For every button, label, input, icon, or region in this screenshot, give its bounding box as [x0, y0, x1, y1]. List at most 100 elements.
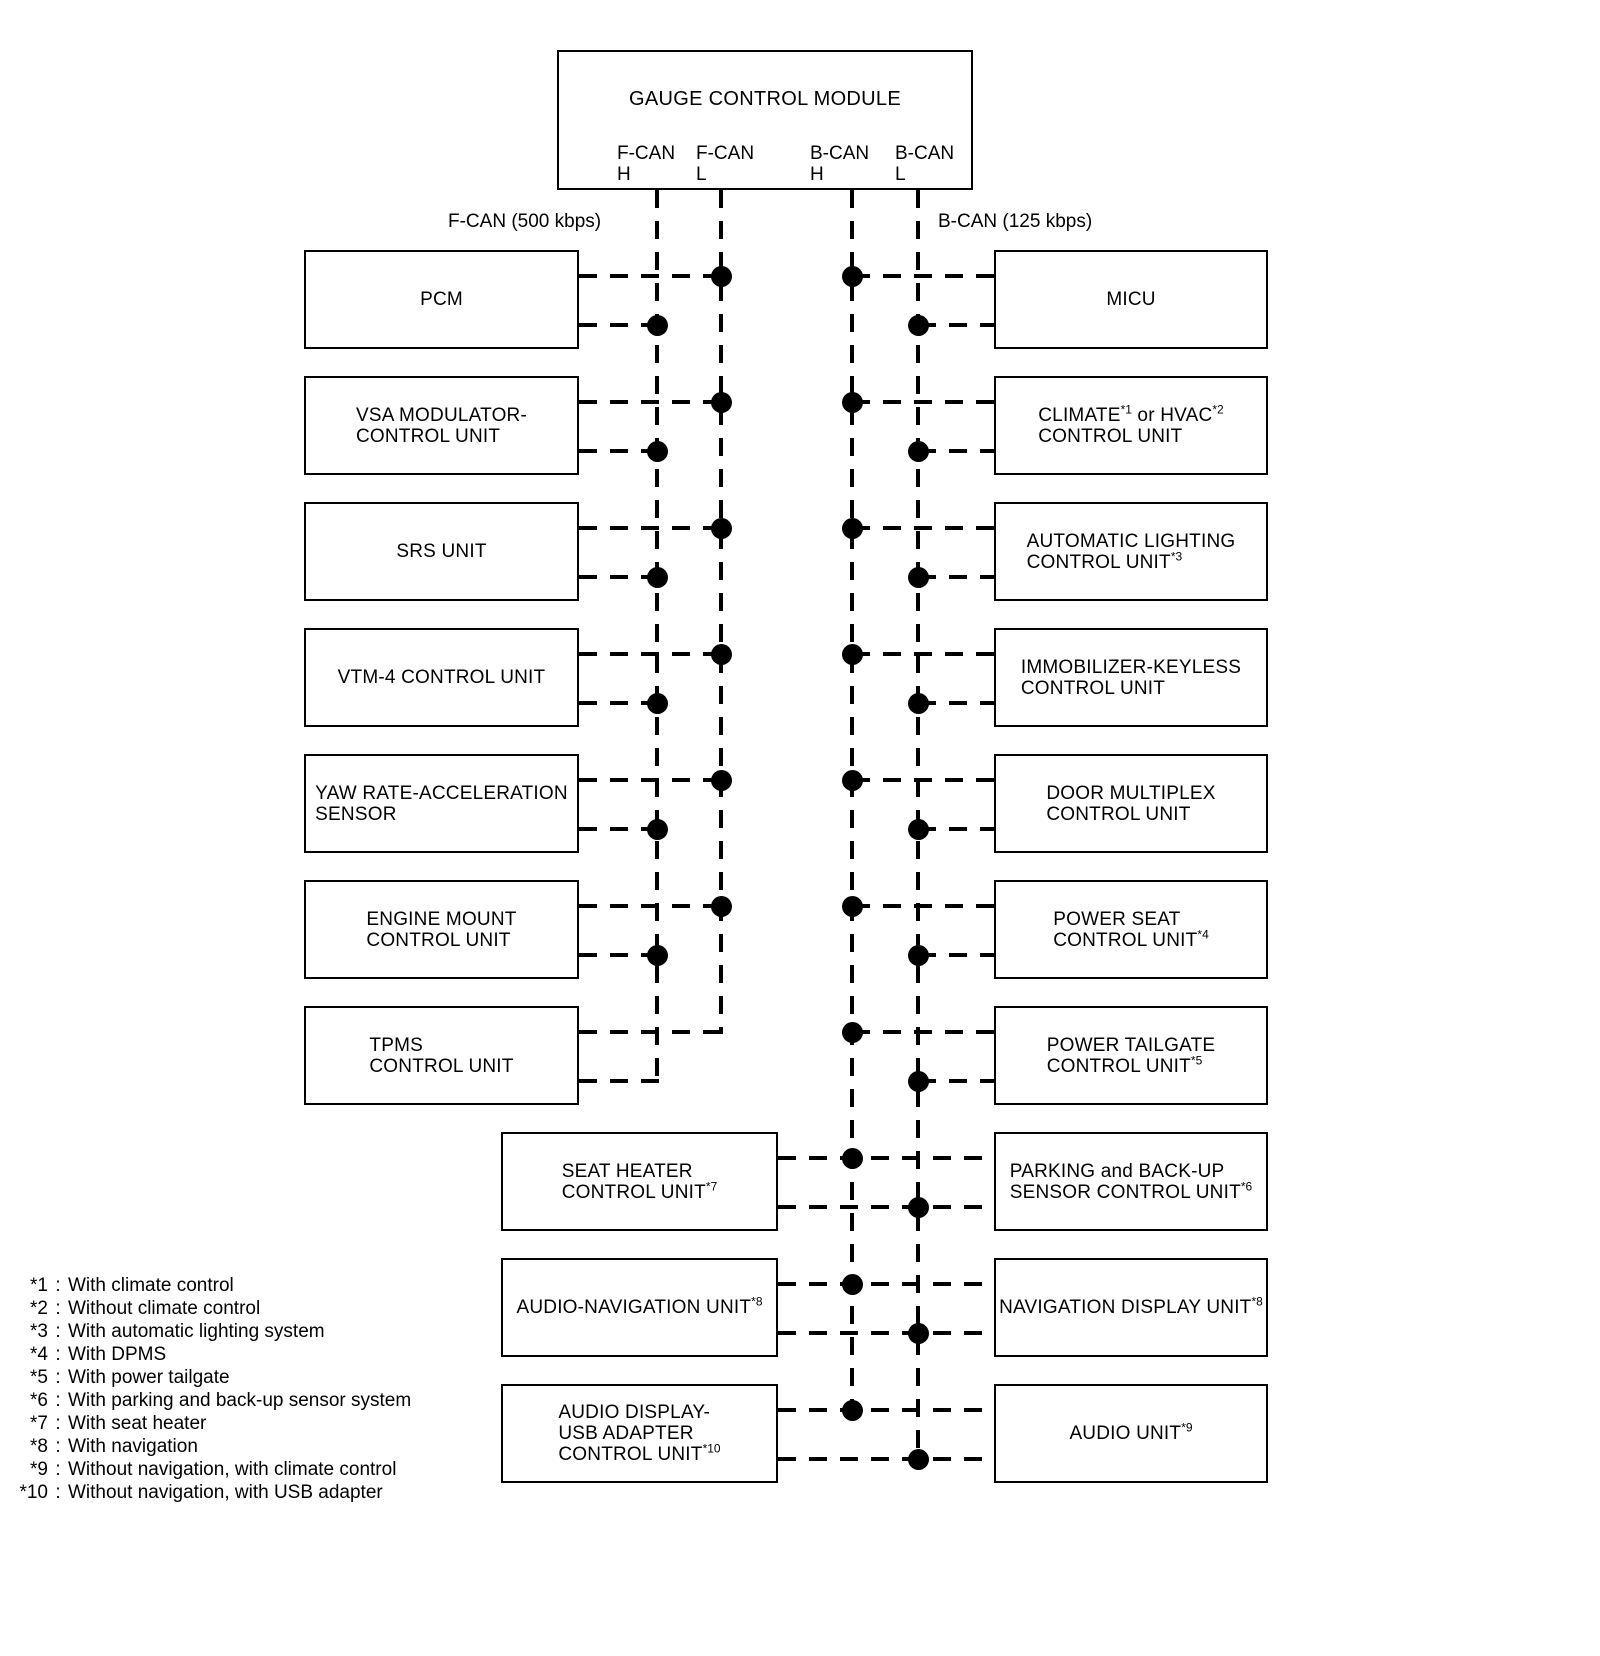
fcan-l-bus-line: [719, 190, 723, 1034]
junction-dot: [646, 944, 668, 966]
connection-stub: [852, 1030, 994, 1034]
unit-box-navigation-display-unit: NAVIGATION DISPLAY UNIT*8: [994, 1258, 1268, 1357]
connection-stub: [918, 575, 994, 579]
junction-dot: [841, 1399, 863, 1421]
junction-dot: [710, 517, 732, 539]
unit-label: PCM: [420, 289, 463, 310]
connection-stub: [852, 526, 994, 530]
unit-label: VSA MODULATOR-CONTROL UNIT: [355, 404, 528, 447]
connection-stub: [778, 1408, 994, 1412]
connection-stub: [579, 827, 659, 831]
connection-stub: [579, 778, 723, 782]
unit-label: AUDIO-NAVIGATION UNIT*8: [516, 1294, 763, 1318]
junction-dot: [710, 895, 732, 917]
connection-stub: [852, 778, 994, 782]
connection-stub: [778, 1331, 994, 1335]
pin-level: H: [617, 164, 631, 185]
junction-dot: [841, 265, 863, 287]
connection-stub: [579, 575, 659, 579]
junction-dot: [841, 769, 863, 791]
connection-stub: [918, 827, 994, 831]
bcan-h-bus-line: [850, 190, 854, 1412]
pin-bus-name: B-CAN: [895, 143, 955, 164]
connection-stub: [778, 1457, 994, 1461]
connection-stub: [579, 701, 659, 705]
connection-stub: [918, 1079, 994, 1083]
unit-box-micu: MICU: [994, 250, 1268, 349]
connection-stub: [778, 1282, 994, 1286]
junction-dot: [841, 643, 863, 665]
pin-bus-name: F-CAN: [617, 143, 676, 164]
connection-stub: [579, 274, 723, 278]
connection-stub: [918, 953, 994, 957]
junction-dot: [907, 314, 929, 336]
gauge-module-title: GAUGE CONTROL MODULE: [629, 88, 901, 110]
connection-stub: [579, 323, 659, 327]
connection-stub: [579, 1079, 659, 1083]
junction-dot: [646, 440, 668, 462]
connection-stub: [579, 1030, 723, 1034]
footnote: *9:Without navigation, with climate cont…: [30, 1459, 397, 1480]
unit-label: AUDIO UNIT*9: [1069, 1420, 1193, 1444]
connection-stub: [852, 274, 994, 278]
pin-bus-name: F-CAN: [696, 143, 755, 164]
junction-dot: [841, 1021, 863, 1043]
footnote: *1:With climate control: [30, 1275, 234, 1296]
junction-dot: [907, 440, 929, 462]
junction-dot: [907, 692, 929, 714]
junction-dot: [841, 1273, 863, 1295]
junction-dot: [841, 1147, 863, 1169]
junction-dot: [907, 1196, 929, 1218]
connection-stub: [579, 449, 659, 453]
junction-dot: [710, 769, 732, 791]
connection-stub: [918, 323, 994, 327]
footnote: *7:With seat heater: [30, 1413, 207, 1434]
junction-dot: [646, 566, 668, 588]
connection-stub: [852, 652, 994, 656]
junction-dot: [646, 818, 668, 840]
unit-box-vsa-modulator-control-unit: VSA MODULATOR-CONTROL UNIT: [304, 376, 579, 475]
junction-dot: [710, 265, 732, 287]
connection-stub: [918, 701, 994, 705]
junction-dot: [646, 314, 668, 336]
footnote: *6:With parking and back-up sensor syste…: [30, 1390, 412, 1411]
unit-box-srs-unit: SRS UNIT: [304, 502, 579, 601]
unit-box-pcm: PCM: [304, 250, 579, 349]
footnote: *5:With power tailgate: [30, 1367, 230, 1388]
footnotes: *1:With climate control *2:Without clima…: [10, 1274, 411, 1504]
footnote: *8:With navigation: [30, 1436, 198, 1457]
connection-stub: [918, 449, 994, 453]
junction-dot: [907, 1448, 929, 1470]
pin-level: H: [810, 164, 824, 185]
junction-dot: [646, 692, 668, 714]
footnote: *2:Without climate control: [30, 1298, 261, 1319]
unit-label: SRS UNIT: [396, 541, 487, 562]
connection-stub: [579, 652, 723, 656]
junction-dot: [907, 566, 929, 588]
footnote: *3:With automatic lighting system: [30, 1321, 325, 1342]
connection-stub: [852, 904, 994, 908]
